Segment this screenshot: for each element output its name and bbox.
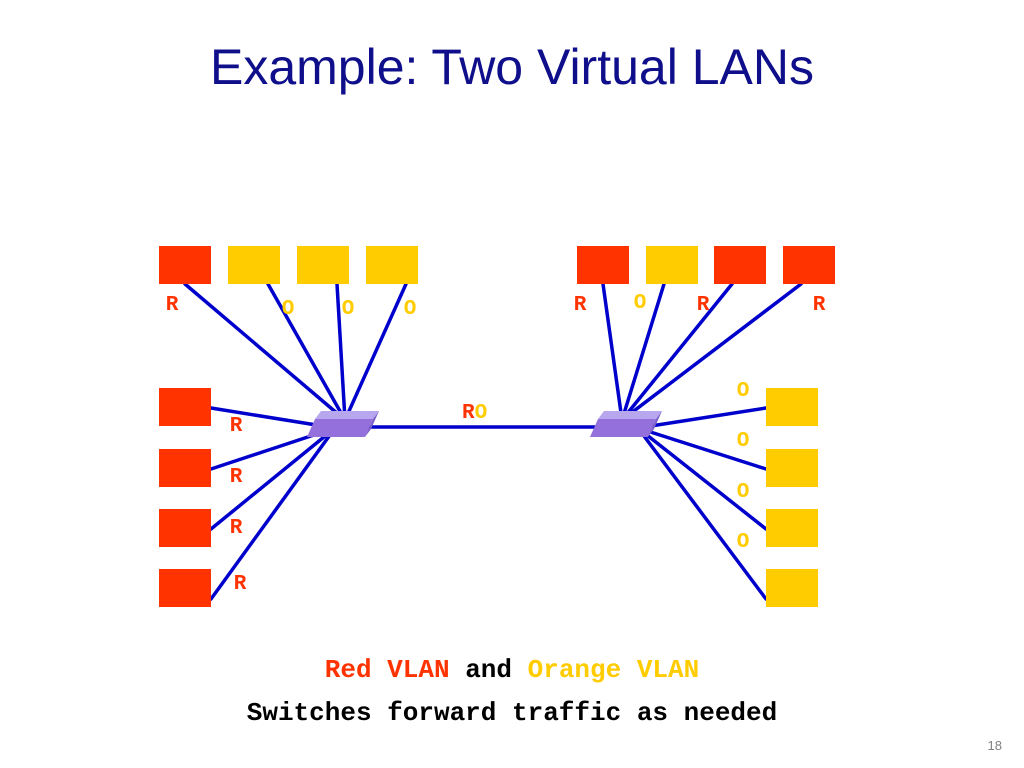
page-number: 18 xyxy=(987,738,1002,753)
left-top-host-2 xyxy=(228,246,280,284)
right-top-link-1 xyxy=(601,282,624,422)
left-top-host-3 xyxy=(297,246,349,284)
label-right-side-4: O xyxy=(737,531,750,554)
right-side-link-2 xyxy=(636,426,768,471)
caption-vlans: Red VLAN and Orange VLAN xyxy=(0,655,1024,685)
right-top-link-4 xyxy=(620,282,803,422)
right-top-link-2 xyxy=(620,282,666,422)
label-left-side-2: R xyxy=(230,466,243,489)
caption-and: and xyxy=(465,655,512,685)
left-switch xyxy=(307,411,379,437)
switch-side-face xyxy=(365,411,379,437)
label-left-top-4: O xyxy=(404,298,417,321)
left-side-host-2 xyxy=(159,449,211,487)
label-right-top-3: R xyxy=(697,294,710,317)
left-side-host-3 xyxy=(159,509,211,547)
switches xyxy=(307,411,662,437)
left-side-host-1 xyxy=(159,388,211,426)
network-switch-icon xyxy=(307,419,373,437)
caption-red-vlan: Red VLAN xyxy=(324,655,450,685)
label-right-top-4: R xyxy=(813,294,826,317)
label-left-top-2: O xyxy=(282,298,295,321)
left-top-link-4 xyxy=(343,282,408,422)
trunk-label-r: R xyxy=(462,402,475,425)
network-switch-icon xyxy=(590,419,656,437)
right-top-host-4 xyxy=(783,246,835,284)
switch-top-face xyxy=(598,411,662,419)
right-top-link-3 xyxy=(620,282,734,422)
label-right-side-3: O xyxy=(737,481,750,504)
page-title: Example: Two Virtual LANs xyxy=(210,39,814,95)
right-switch xyxy=(590,411,662,437)
left-side-link-4 xyxy=(209,426,337,601)
left-top-link-2 xyxy=(266,282,347,422)
caption-switches: Switches forward traffic as needed xyxy=(246,698,778,728)
label-left-side-4: R xyxy=(234,573,247,596)
right-side-host-3 xyxy=(766,509,818,547)
label-right-top-2: O xyxy=(634,292,647,315)
trunk-label-o: O xyxy=(475,402,488,425)
right-side-host-4 xyxy=(766,569,818,607)
caption-orange-vlan: Orange VLAN xyxy=(527,655,700,685)
right-side-host-2 xyxy=(766,449,818,487)
right-side-link-4 xyxy=(636,426,768,601)
links xyxy=(183,282,803,601)
label-right-top-1: R xyxy=(574,294,587,317)
left-top-host-1 xyxy=(159,246,211,284)
label-left-side-1: R xyxy=(230,415,243,438)
right-top-host-1 xyxy=(577,246,629,284)
label-right-side-2: O xyxy=(737,430,750,453)
right-side-host-1 xyxy=(766,388,818,426)
label-left-side-3: R xyxy=(230,517,243,540)
switch-top-face xyxy=(315,411,379,419)
left-side-host-4 xyxy=(159,569,211,607)
label-left-top-3: O xyxy=(342,298,355,321)
right-top-host-3 xyxy=(714,246,766,284)
right-side-link-3 xyxy=(636,426,768,531)
left-side-link-3 xyxy=(209,426,337,531)
trunk-label: RO xyxy=(462,402,487,425)
left-top-host-4 xyxy=(366,246,418,284)
switch-side-face xyxy=(648,411,662,437)
hosts xyxy=(159,246,835,607)
left-top-link-3 xyxy=(335,282,347,422)
label-right-side-1: O xyxy=(737,380,750,403)
label-left-top-1: R xyxy=(166,294,179,317)
right-side-link-1 xyxy=(636,406,768,430)
left-top-link-1 xyxy=(183,282,347,422)
right-top-host-2 xyxy=(646,246,698,284)
